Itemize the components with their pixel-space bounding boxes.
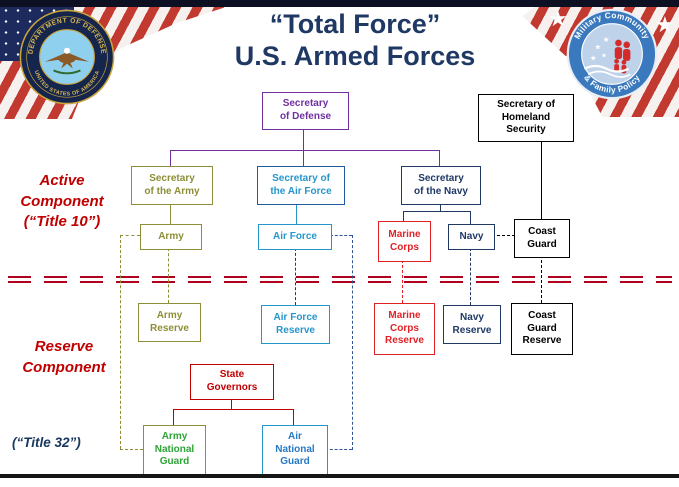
node-secretary-of-the-army: Secretary of the Army: [131, 166, 213, 205]
connector-dashed: [295, 248, 296, 305]
connector-dashed: [120, 449, 143, 450]
star-icon: ★: [595, 42, 602, 51]
node-army-reserve: Army Reserve: [138, 303, 201, 342]
connector: [170, 150, 440, 151]
connector-dashed: [402, 260, 403, 303]
star-icon: ★: [601, 53, 607, 60]
node-secretary-of-the-navy: Secretary of the Navy: [401, 166, 481, 205]
node-navy: Navy: [448, 224, 495, 250]
connector: [170, 203, 171, 224]
reserve-component-label: Reserve Component: [22, 338, 106, 376]
flag-star-icon: ★: [655, 12, 675, 37]
connector-dashed: [330, 235, 352, 236]
mcfp-seal-icon: Military Community & Family Policy ★ ★ ★…: [566, 8, 658, 100]
connector-dashed: [352, 235, 353, 450]
connector: [231, 398, 232, 410]
connector-dashed: [168, 248, 169, 303]
top-border-strip: [0, 0, 679, 7]
connector: [541, 140, 542, 219]
connector-dashed: [325, 449, 352, 450]
component-divider-line: [8, 276, 672, 283]
connector: [440, 203, 441, 212]
node-state-governors: State Governors: [190, 364, 274, 400]
title-line1: “Total Force”: [269, 9, 441, 39]
title-line2: U.S. Armed Forces: [234, 41, 476, 72]
star-icon: ★: [603, 35, 610, 44]
connector: [173, 409, 174, 425]
node-navy-reserve: Navy Reserve: [443, 305, 501, 344]
dod-seal-icon: DEPARTMENT OF DEFENSE UNITED STATES OF A…: [19, 9, 115, 105]
node-coast-guard: Coast Guard: [514, 219, 570, 258]
node-secretary-of-homeland-security: Secretary of Homeland Security: [478, 94, 574, 142]
node-army-national-guard: Army National Guard: [143, 425, 206, 475]
connector-dashed: [120, 235, 140, 236]
bottom-border-strip: [0, 474, 679, 478]
connector: [170, 150, 171, 166]
node-marine-corps-reserve: Marine Corps Reserve: [374, 303, 435, 355]
connector-dashed: [120, 235, 121, 449]
node-air-force: Air Force: [258, 224, 332, 250]
star-icon: ★: [590, 53, 597, 62]
connector: [403, 211, 404, 221]
node-army: Army: [140, 224, 202, 250]
connector: [470, 211, 471, 224]
flag-star-icon: ★: [548, 6, 568, 31]
node-secretary-of-the-air-force: Secretary of the Air Force: [257, 166, 345, 205]
connector-dashed: [541, 255, 542, 303]
connector: [403, 211, 471, 212]
connector: [173, 409, 294, 410]
slide-title: “Total Force” U.S. Armed Forces: [175, 8, 535, 73]
node-coast-guard-reserve: Coast Guard Reserve: [511, 303, 573, 355]
node-marine-corps: Marine Corps: [378, 221, 431, 262]
connector: [293, 409, 294, 425]
active-component-label: Active Component (“Title 10”): [20, 172, 104, 231]
node-air-force-reserve: Air Force Reserve: [261, 305, 330, 344]
connector-dashed: [492, 235, 515, 236]
connector: [296, 203, 297, 224]
connector: [303, 128, 304, 166]
node-air-national-guard: Air National Guard: [262, 425, 328, 475]
node-secretary-of-defense: Secretary of Defense: [262, 92, 349, 130]
title-32-label: (“Title 32”): [12, 435, 81, 450]
connector-dashed: [470, 248, 471, 305]
connector: [439, 150, 440, 166]
